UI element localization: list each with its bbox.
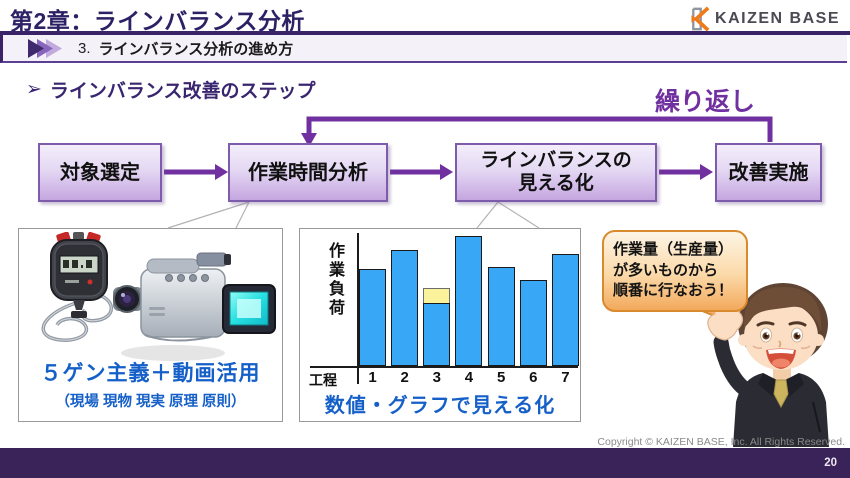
bar-segment-highlight bbox=[423, 287, 451, 303]
bar-segment-main bbox=[359, 268, 386, 366]
bar-7 bbox=[551, 253, 579, 366]
x-tick-1: 1 bbox=[368, 369, 377, 386]
kaizen-base-logo: KAIZEN BASE bbox=[684, 6, 840, 32]
bottom-bar: 20 bbox=[0, 448, 850, 478]
five-gen-subtitle: （現場 現物 現実 原理 原則） bbox=[55, 394, 246, 410]
arrow-1-head-icon bbox=[215, 164, 228, 180]
step-box-improvement-execution: 改善実施 bbox=[715, 143, 822, 202]
y-axis-line bbox=[357, 233, 359, 384]
bar-segment-main bbox=[487, 267, 515, 366]
callout-line bbox=[235, 201, 250, 229]
stopwatch-icon bbox=[41, 232, 113, 342]
repeat-label: 繰り返し bbox=[654, 88, 755, 116]
speech-line-3: 順番に行なおう！ bbox=[613, 282, 734, 300]
x-axis-label: 工程 bbox=[309, 372, 337, 388]
page-number: 20 bbox=[824, 457, 837, 469]
bar-3 bbox=[423, 287, 451, 366]
bar-5 bbox=[487, 267, 515, 366]
x-tick-row: 1 2 3 4 5 6 7 bbox=[359, 369, 579, 386]
x-tick-4: 4 bbox=[464, 369, 474, 386]
y-axis-label: 作業負荷 bbox=[326, 242, 343, 318]
bar-segment-main bbox=[423, 302, 451, 366]
bar-segment-main bbox=[551, 253, 579, 366]
subheader-title: ラインバランス分析の進め方 bbox=[98, 40, 294, 58]
bar-2 bbox=[391, 249, 419, 366]
triple-chevron-icon bbox=[28, 38, 62, 58]
x-tick-6: 6 bbox=[529, 369, 538, 386]
arrow-bullet-icon: ➢ bbox=[26, 79, 42, 100]
kaizen-base-k-icon bbox=[691, 6, 710, 32]
arrow-3-head-icon bbox=[700, 164, 713, 180]
speech-line-2: が多いものから bbox=[613, 261, 719, 279]
step-box-target-selection: 対象選定 bbox=[38, 143, 162, 202]
video-camera-icon bbox=[113, 252, 276, 361]
step-box-line-balance-visualization: ラインバランスの 見える化 bbox=[455, 143, 657, 202]
feedback-arrow-line bbox=[306, 116, 773, 142]
copyright-text: Copyright © KAIZEN BASE, Inc. All Rights… bbox=[597, 436, 845, 448]
bar-4 bbox=[455, 236, 483, 366]
bar-6 bbox=[519, 279, 547, 366]
five-gen-title: ５ゲン主義＋動画活用 bbox=[40, 362, 261, 385]
step-box-line1: ラインバランスの bbox=[480, 149, 632, 171]
chart-panel: 作業負荷 工程 1 2 3 4 5 6 7 数値・グラフで見える化 bbox=[299, 228, 581, 422]
x-tick-7: 7 bbox=[561, 369, 570, 386]
page-title: 第2章：ラインバランス分析 bbox=[10, 8, 305, 34]
five-gen-panel: ５ゲン主義＋動画活用 （現場 現物 現実 原理 原則） bbox=[18, 228, 283, 422]
bar-segment-main bbox=[391, 249, 419, 366]
subheader-number: 3. bbox=[78, 39, 91, 57]
chart-caption: 数値・グラフで見える化 bbox=[324, 395, 556, 417]
x-tick-3: 3 bbox=[432, 369, 441, 386]
kaizen-base-logo-text: KAIZEN BASE bbox=[715, 10, 840, 27]
bar-segment-main bbox=[519, 279, 547, 366]
x-tick-5: 5 bbox=[496, 369, 506, 386]
bar-1 bbox=[359, 268, 386, 366]
bar-plot bbox=[359, 229, 579, 366]
speech-line-1: 作業量（生産量） bbox=[613, 240, 734, 258]
callout-line bbox=[497, 201, 540, 229]
x-axis-line bbox=[310, 366, 578, 368]
arrow-2-head-icon bbox=[440, 164, 453, 180]
step-box-line2: 見える化 bbox=[518, 172, 594, 194]
bar-segment-main bbox=[455, 236, 483, 366]
section-title-text: ラインバランス改善のステップ bbox=[49, 81, 316, 102]
callout-line bbox=[167, 201, 250, 229]
x-tick-2: 2 bbox=[400, 369, 409, 386]
title-divider bbox=[0, 31, 850, 35]
subheader-bar: 3. ラインバランス分析の進め方 bbox=[0, 35, 847, 63]
callout-line bbox=[476, 201, 499, 229]
speech-bubble: 作業量（生産量） が多いものから 順番に行なおう！ bbox=[602, 230, 748, 312]
step-box-work-time-analysis: 作業時間分析 bbox=[228, 143, 388, 202]
section-title: ➢ ラインバランス改善のステップ bbox=[26, 76, 316, 103]
